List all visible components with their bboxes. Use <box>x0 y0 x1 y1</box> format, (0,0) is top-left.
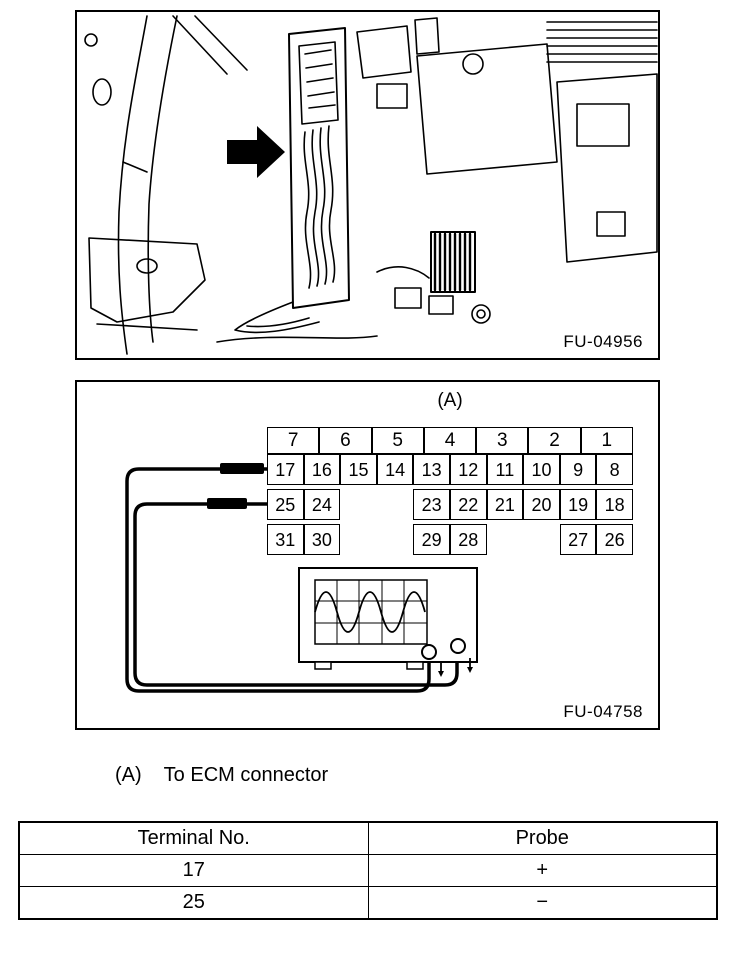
connector-label: (A) <box>437 390 463 411</box>
pin-8: 8 <box>596 454 633 485</box>
pin-21: 21 <box>486 489 524 520</box>
probe-wires <box>125 467 459 693</box>
probe-cell: − <box>367 886 718 920</box>
caption-marker: (A) <box>115 764 142 786</box>
table-row: 25 − <box>18 886 718 920</box>
col-terminal-no: Terminal No. <box>18 821 369 855</box>
pin-12: 12 <box>449 454 487 485</box>
probe-cell: + <box>367 854 718 887</box>
pin-20: 20 <box>523 489 560 520</box>
pin-14: 14 <box>376 454 414 485</box>
pin-17: 17 <box>267 454 304 485</box>
scope-terminal-1 <box>421 644 437 660</box>
engine-bay-illustration <box>84 15 658 355</box>
pin-22: 22 <box>449 489 487 520</box>
pin-28: 28 <box>449 524 487 555</box>
figure-measurement: (A) 7 6 5 4 3 2 1 17 16 15 14 13 12 11 1… <box>75 380 660 730</box>
sine-wave <box>314 591 426 633</box>
pin-15: 15 <box>340 454 377 485</box>
terminal-no-cell: 17 <box>18 854 369 887</box>
cavity-1: 1 <box>580 427 633 454</box>
terminal-no-cell: 25 <box>18 886 369 920</box>
table-header-row: Terminal No. Probe <box>18 821 718 855</box>
pin-19: 19 <box>559 489 597 520</box>
pin-25: 25 <box>267 489 304 520</box>
cavity-2: 2 <box>528 427 581 454</box>
pin-26: 26 <box>596 524 633 555</box>
scope-terminal-2 <box>450 638 466 654</box>
cavity-6: 6 <box>319 427 372 454</box>
table-row: 17 + <box>18 854 718 887</box>
figure-code-label: FU-04758 <box>560 702 646 722</box>
pin-30: 30 <box>303 524 341 555</box>
caption-a: (A) To ECM connector <box>115 764 736 787</box>
pin-23: 23 <box>413 489 450 520</box>
cavity-5: 5 <box>371 427 424 454</box>
spec-table: Terminal No. Probe 17 + 25 − <box>18 821 718 920</box>
col-probe: Probe <box>367 821 718 855</box>
pin-31: 31 <box>267 524 304 555</box>
pin-9: 9 <box>559 454 597 485</box>
figure-location: FU-04956 <box>75 10 660 360</box>
figure-code-label: FU-04956 <box>560 332 646 352</box>
caption-text: To ECM connector <box>163 764 329 786</box>
cavity-7: 7 <box>267 427 320 454</box>
pin-10: 10 <box>523 454 560 485</box>
measurement-illustration <box>125 463 478 693</box>
pin-11: 11 <box>486 454 524 485</box>
cavity-4: 4 <box>423 427 477 454</box>
pin-16: 16 <box>303 454 341 485</box>
pin-27: 27 <box>559 524 597 555</box>
wire-marker-17 <box>220 463 264 474</box>
cavity-3: 3 <box>476 427 529 454</box>
pin-29: 29 <box>413 524 450 555</box>
wire-marker-25 <box>207 498 247 509</box>
pointer-arrow-icon <box>227 126 285 178</box>
pin-13: 13 <box>413 454 450 485</box>
pin-24: 24 <box>303 489 341 520</box>
ecm-connector-grid: 7 6 5 4 3 2 1 17 16 15 14 13 12 11 10 9 … <box>267 427 633 555</box>
oscilloscope <box>298 567 478 677</box>
pin-18: 18 <box>596 489 633 520</box>
